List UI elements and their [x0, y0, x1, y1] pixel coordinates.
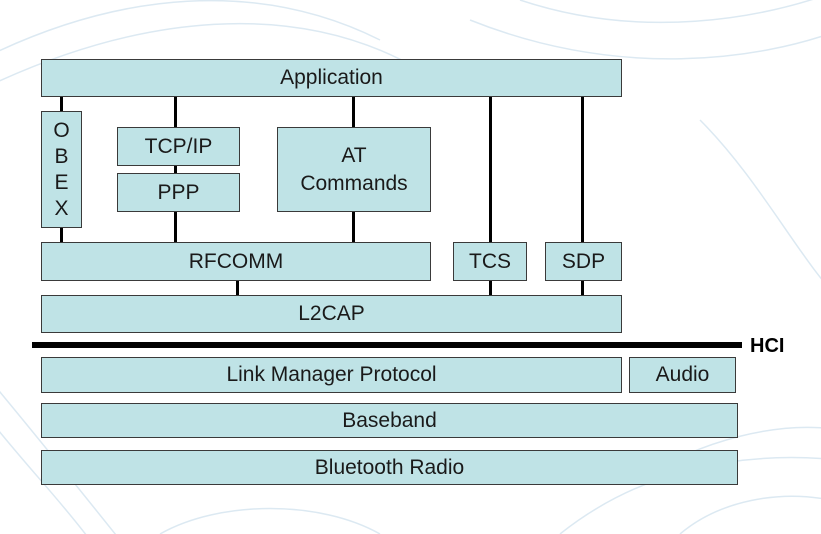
connector-sdp-app [581, 96, 584, 243]
tcpip-label: TCP/IP [144, 134, 213, 158]
connector-tcpip-app [174, 96, 177, 128]
connector-tcs-l2cap [489, 280, 492, 296]
application-box: Application [41, 59, 622, 97]
baseband-box: Baseband [41, 403, 738, 438]
l2cap-label: L2CAP [298, 302, 365, 326]
ppp-label: PPP [157, 180, 200, 204]
connector-obex-rfcomm [60, 227, 63, 243]
audio-label: Audio [655, 363, 710, 387]
l2cap-box: L2CAP [41, 295, 622, 333]
rfcomm-label: RFCOMM [188, 249, 284, 273]
at-commands-label: AT Commands [300, 144, 408, 195]
obex-letter-x: X [54, 196, 69, 220]
sdp-box: SDP [545, 242, 622, 281]
link-manager-box: Link Manager Protocol [41, 357, 622, 393]
sdp-label: SDP [561, 249, 606, 273]
obex-box: O B E X [41, 111, 82, 228]
tcpip-box: TCP/IP [117, 127, 240, 166]
connector-at-rfcomm [352, 211, 355, 243]
connector-tcpip-ppp [174, 165, 177, 174]
link-manager-label: Link Manager Protocol [226, 363, 437, 387]
application-label: Application [280, 66, 383, 90]
bluetooth-radio-box: Bluetooth Radio [41, 450, 738, 485]
connector-obex-app [60, 96, 63, 112]
ppp-box: PPP [117, 173, 240, 212]
obex-letter-o: O [53, 118, 70, 142]
hci-label: HCI [750, 335, 785, 357]
audio-box: Audio [629, 357, 736, 393]
at-commands-box: AT Commands [277, 127, 431, 212]
connector-rfcomm-l2cap [236, 280, 239, 296]
rfcomm-box: RFCOMM [41, 242, 431, 281]
obex-letter-e: E [54, 170, 69, 194]
baseband-label: Baseband [342, 408, 437, 432]
tcs-label: TCS [469, 249, 511, 273]
tcs-box: TCS [453, 242, 527, 281]
connector-sdp-l2cap [581, 280, 584, 296]
hci-divider [32, 342, 742, 348]
bluetooth-radio-label: Bluetooth Radio [314, 455, 465, 479]
connector-ppp-rfcomm [174, 211, 177, 243]
connector-at-app [352, 96, 355, 128]
connector-tcs-app [489, 96, 492, 243]
obex-letter-b: B [54, 144, 69, 168]
